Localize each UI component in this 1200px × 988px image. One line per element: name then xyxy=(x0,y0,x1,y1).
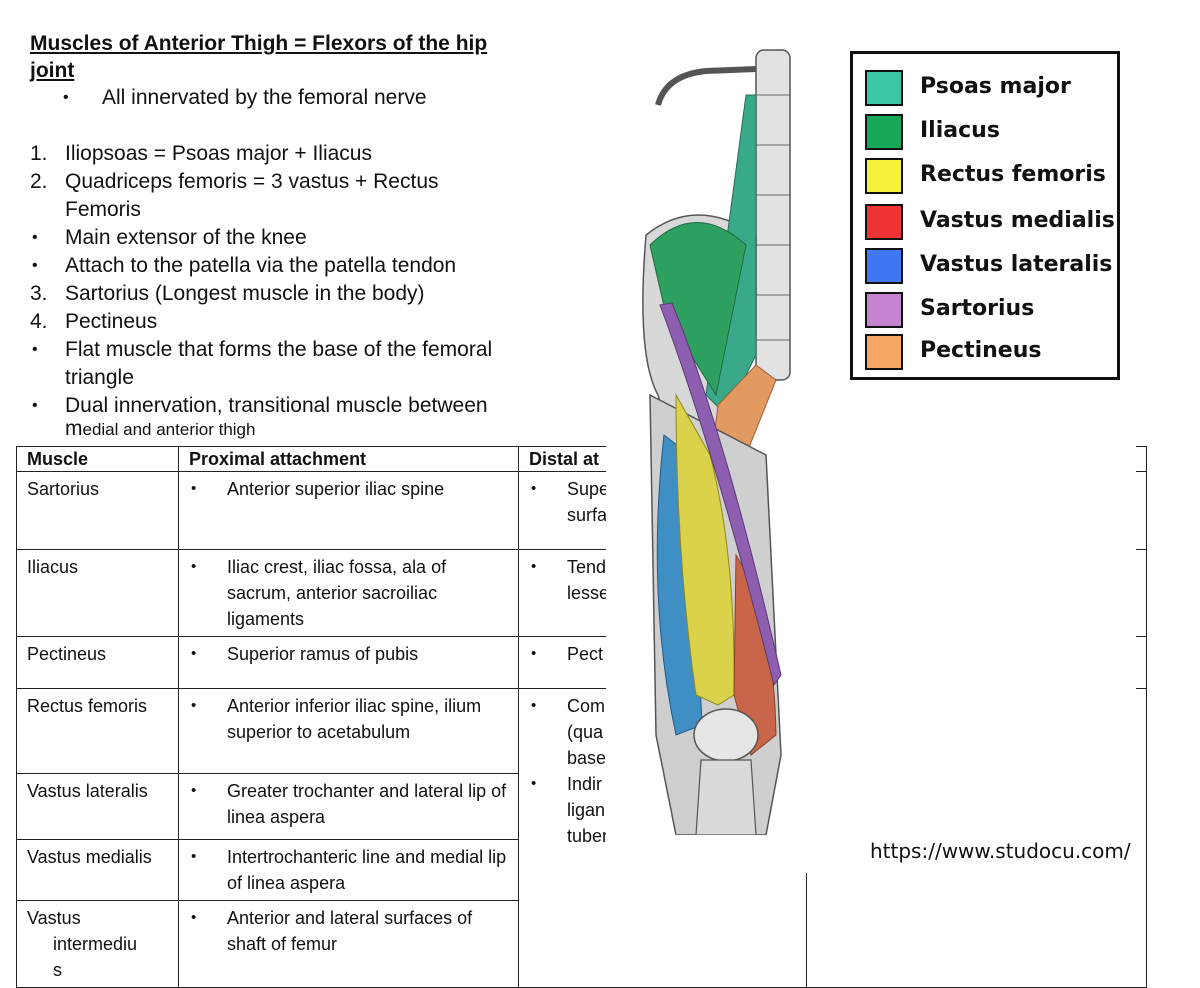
table-row: Vastus lateralis •Greater trochanter and… xyxy=(16,773,1147,840)
legend-swatch xyxy=(865,292,903,328)
anatomy-figure: Psoas major Iliacus Rectus femoris Vastu… xyxy=(606,35,1136,873)
anterior-thigh-illustration xyxy=(642,49,791,835)
list-item: •Dual innervation, transitional muscle b… xyxy=(32,394,488,417)
patella xyxy=(693,708,759,762)
notes-section: Muscles of Anterior Thigh = Flexors of t… xyxy=(30,30,590,443)
bullet-marker: • xyxy=(63,89,69,106)
proximal-cell: •Intertrochanteric line and medial lip o… xyxy=(178,839,519,901)
legend-swatch xyxy=(865,248,903,284)
list-item: •Main extensor of the knee xyxy=(32,226,307,249)
legend-swatch xyxy=(865,158,903,194)
lumbar-spine xyxy=(755,49,791,381)
section-heading: Muscles of Anterior Thigh = Flexors of t… xyxy=(30,32,488,82)
muscle-cell: Sartorius xyxy=(16,471,179,550)
legend-item: Sartorius xyxy=(865,292,1115,328)
legend-item: Rectus femoris xyxy=(865,158,1115,194)
list-item: triangle xyxy=(65,366,134,389)
list-item-continuation: medial and anterior thigh xyxy=(65,417,256,440)
legend-swatch xyxy=(865,334,903,370)
rib xyxy=(655,66,757,106)
patellar-tendon xyxy=(695,759,757,835)
muscle-cell: Pectineus xyxy=(16,636,179,689)
proximal-cell: •Greater trochanter and lateral lip of l… xyxy=(178,773,519,840)
column-header-muscle: Muscle xyxy=(16,446,179,472)
proximal-cell: •Iliac crest, iliac fossa, ala of sacrum… xyxy=(178,549,519,637)
list-item: •Flat muscle that forms the base of the … xyxy=(32,338,493,361)
muscle-cell: Iliacus xyxy=(16,549,179,637)
legend-item: Vastus medialis xyxy=(865,204,1115,240)
rectus-femoris-muscle xyxy=(675,393,735,706)
legend-item: Vastus lateralis xyxy=(865,248,1115,284)
innervation-note: • All innervated by the femoral nerve xyxy=(30,84,590,112)
iliacus-muscle xyxy=(649,222,747,397)
proximal-cell: •Superior ramus of pubis xyxy=(178,636,519,689)
list-item: 4.Pectineus xyxy=(30,310,158,333)
muscle-cell: Vastus lateralis xyxy=(16,773,179,840)
list-item: 3.Sartorius (Longest muscle in the body) xyxy=(30,282,425,305)
list-item: Femoris xyxy=(65,198,141,221)
column-header-proximal: Proximal attachment xyxy=(178,446,519,472)
list-item: 2.Quadriceps femoris = 3 vastus + Rectus xyxy=(30,170,439,193)
color-legend: Psoas major Iliacus Rectus femoris Vastu… xyxy=(850,51,1120,380)
legend-item: Iliacus xyxy=(865,114,1115,150)
source-url: https://www.studocu.com/ xyxy=(870,839,1131,863)
legend-swatch xyxy=(865,114,903,150)
proximal-cell: •Anterior inferior iliac spine, ilium su… xyxy=(178,688,519,774)
legend-swatch xyxy=(865,204,903,240)
proximal-cell: •Anterior superior iliac spine xyxy=(178,471,519,550)
muscle-cell: Vastus medialis xyxy=(16,839,179,901)
muscle-cell: Rectus femoris xyxy=(16,688,179,774)
muscle-cell: Vastus intermediu s xyxy=(16,900,179,988)
list-item: •Attach to the patella via the patella t… xyxy=(32,254,457,277)
legend-swatch xyxy=(865,70,903,106)
table-row: Vastus medialis •Intertrochanteric line … xyxy=(16,839,1147,901)
legend-item: Pectineus xyxy=(865,334,1115,370)
sartorius-muscle xyxy=(659,302,782,687)
list-item: 1.Iliopsoas = Psoas major + Iliacus xyxy=(30,142,372,165)
proximal-cell: •Anterior and lateral surfaces of shaft … xyxy=(178,900,519,988)
legend-item: Psoas major xyxy=(865,70,1115,106)
